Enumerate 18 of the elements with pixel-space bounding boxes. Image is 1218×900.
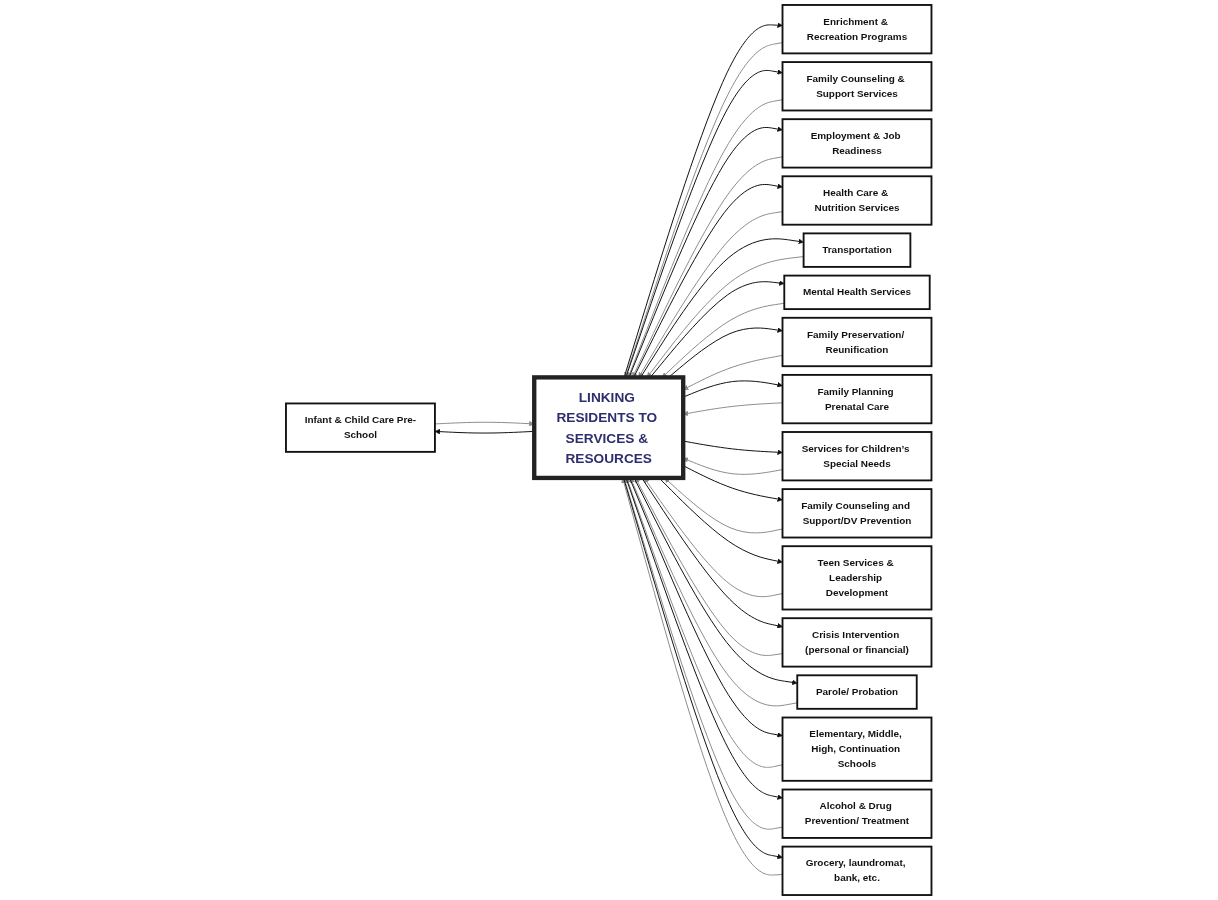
node-box: Grocery, laundromat, bank, etc. <box>781 845 933 896</box>
node-box: Enrichment & Recreation Programs <box>781 4 933 55</box>
node-box: LINKING RESIDENTS TO SERVICES & RESOURCES <box>532 375 686 481</box>
node-box: Parole/ Probation <box>796 674 918 710</box>
node-box: Teen Services & Leadership Development <box>781 545 933 611</box>
node-box: Crisis Intervention (personal or financial) <box>781 617 933 668</box>
node-box: Elementary, Middle, High, Continuation Schools <box>781 716 933 782</box>
node-box: Health Care & Nutrition Services <box>781 175 933 226</box>
node-box: Family Planning Prenatal Care <box>781 373 933 425</box>
node-box: Family Counseling and Support/DV Prevention <box>781 488 933 539</box>
node-box: Family Counseling & Support Services <box>781 61 933 112</box>
node-box: Transportation <box>802 232 912 268</box>
node-box: Family Preservation/ Reunification <box>781 316 933 368</box>
node-box: Services for Children’s Special Needs <box>781 431 933 482</box>
node-box: Alcohol & Drug Prevention/ Treatment <box>781 788 933 839</box>
node-box: Mental Health Services <box>783 274 931 311</box>
node-box: Employment & Job Readiness <box>781 118 933 169</box>
node-box: Infant & Child Care Pre-School <box>285 402 437 453</box>
